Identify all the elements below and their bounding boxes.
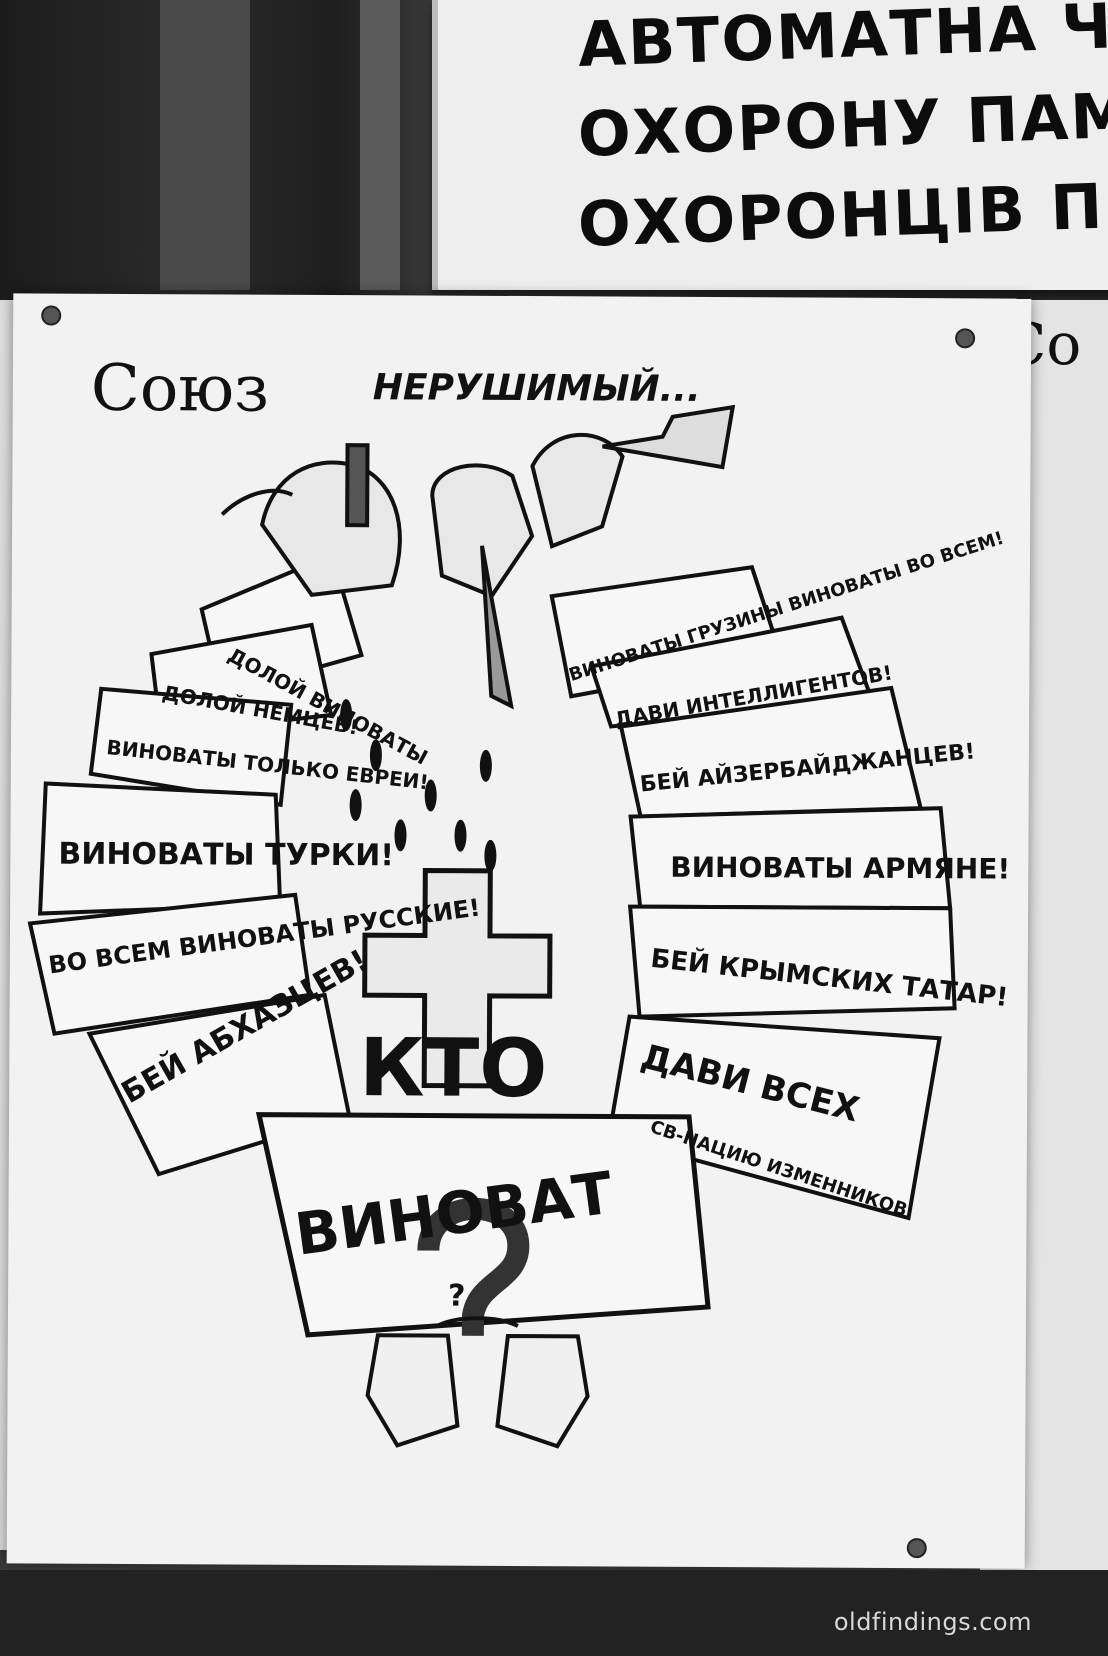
sign-line-1: АВТОМАТНА Ч [576, 0, 1108, 81]
emblem-drawing: ДОЛОЙ ВИНОВАТЫ ДОЛОЙ НЕМЦЕВ! ВИНОВАТЫ ТО… [27, 404, 1010, 1449]
wall-plank [360, 0, 400, 290]
raised-hands [220, 404, 736, 710]
chain [220, 488, 294, 516]
right-fist [430, 463, 535, 599]
question-mark-text: ? [448, 1279, 466, 1314]
left-banner-4: ВИНОВАТЫ ТУРКИ! [58, 837, 394, 874]
left-foot [365, 1333, 460, 1448]
poster: Союз НЕРУШИМЫЙ... [6, 293, 1032, 1569]
right-wreath [549, 564, 957, 1221]
right-banner-shape [606, 1014, 942, 1221]
top-sign: АВТОМАТНА Ч ОХОРОНУ ПАМ ОХОРОНЦІВ П [432, 0, 1108, 290]
bottom-wall [0, 1570, 1108, 1656]
left-banner-shape [88, 686, 294, 808]
sign-line-3: ОХОРОНЦІВ П [576, 169, 1106, 261]
shovel [602, 404, 736, 470]
dagger-handle [345, 443, 370, 528]
center-word-kto: КТО [359, 1021, 547, 1115]
sign-line-2: ОХОРОНУ ПАМ [576, 78, 1108, 171]
cross-icon [362, 867, 553, 1089]
handcuff-chain [437, 1316, 519, 1328]
left-banner-shape [27, 892, 312, 1036]
right-banner-4: ВИНОВАТЫ АРМЯНЕ! [670, 851, 1010, 886]
right-banner-shape [627, 904, 957, 1019]
question-mark-shape [417, 1197, 530, 1336]
shovel-hand [530, 433, 625, 549]
watermark: oldfindings.com [833, 1608, 1032, 1636]
bound-feet [365, 1316, 590, 1449]
knife-blade [480, 545, 514, 710]
wall-plank [160, 0, 250, 290]
right-foot [495, 1333, 590, 1449]
bottom-banner-shape [255, 1112, 711, 1338]
